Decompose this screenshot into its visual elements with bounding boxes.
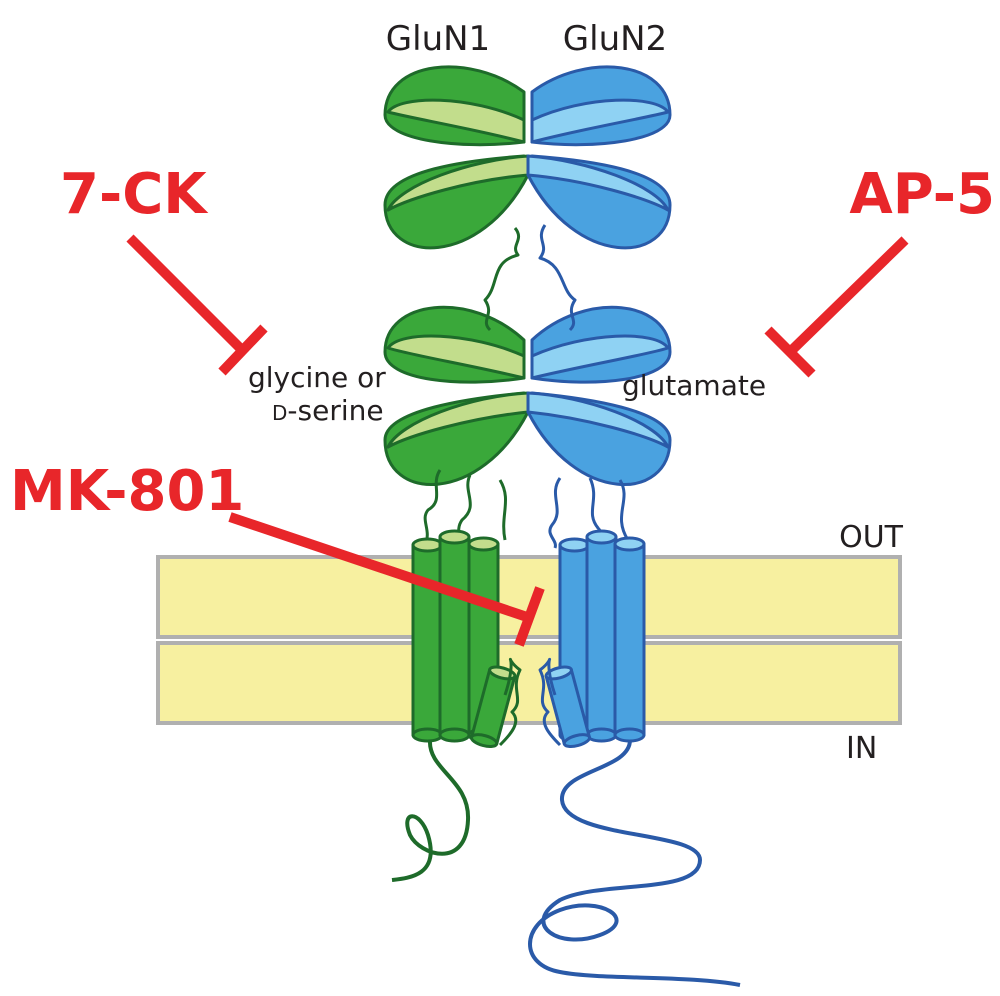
glun2-subunit — [526, 65, 741, 987]
glun1-linker-2 — [423, 469, 442, 546]
ligand-glutamate: glutamate — [622, 369, 766, 402]
d-prefix: D — [272, 401, 287, 425]
glun2-ligand-binding-domain — [526, 305, 672, 486]
drug-7ck: 7-CK — [60, 162, 209, 227]
ligand-d-serine: D-serine — [272, 394, 384, 427]
glun1-amino-terminal-domain — [383, 65, 530, 250]
serine-text: -serine — [287, 394, 383, 427]
label-in: IN — [846, 731, 877, 766]
drug-ap5: AP-5 — [849, 162, 995, 227]
glun1-linker-1 — [483, 227, 521, 332]
label-out: OUT — [839, 520, 904, 555]
inhibitor-ap5 — [764, 236, 909, 378]
glun1-c-terminal-tail — [391, 739, 471, 882]
inhibitor-7ck — [126, 234, 268, 376]
inhibitor-mk801 — [228, 512, 545, 647]
glun2-linker-2 — [548, 477, 562, 549]
glun2-amino-terminal-domain — [526, 65, 672, 250]
label-glun2: GluN2 — [563, 19, 667, 59]
glun2-transmembrane-helices — [538, 529, 646, 748]
glun1-subunit — [383, 65, 530, 882]
label-glun1: GluN1 — [386, 19, 490, 59]
glun2-c-terminal-tail — [528, 739, 741, 987]
glun2-linker-4 — [618, 479, 630, 541]
membrane-inner-leaflet — [156, 641, 902, 725]
glun1-transmembrane-helices — [411, 529, 522, 748]
ligand-glycine: glycine or — [248, 361, 386, 394]
lipid-bilayer — [156, 555, 902, 725]
glun2-linker-1 — [538, 224, 577, 332]
drug-mk801: MK-801 — [10, 459, 244, 524]
glun1-linker-4 — [498, 479, 508, 541]
glun1-ligand-binding-domain — [383, 305, 530, 486]
